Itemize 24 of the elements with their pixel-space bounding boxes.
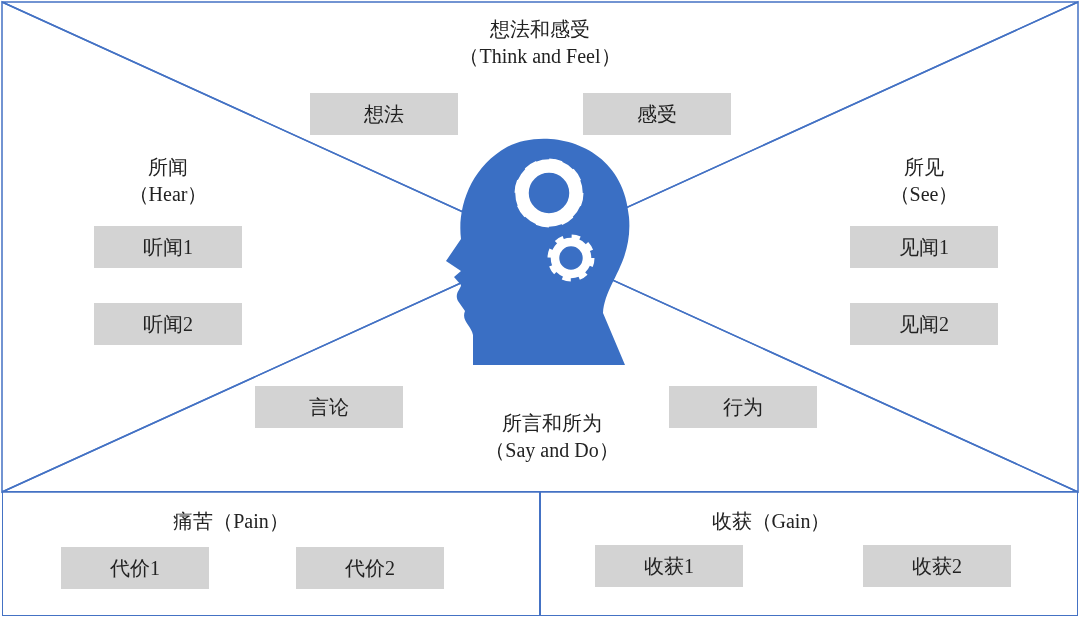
note-card: 感受 (583, 93, 731, 135)
note-card: 言论 (255, 386, 403, 428)
note-card: 收获2 (863, 545, 1011, 587)
note-card: 听闻2 (94, 303, 242, 345)
section-heading: 所闻 (148, 155, 188, 180)
note-card: 收获1 (595, 545, 743, 587)
section-panel (2, 491, 541, 616)
section-heading: 所见 (904, 155, 944, 180)
note-card: 代价2 (296, 547, 444, 589)
section-heading: 想法和感受 (490, 17, 590, 42)
note-card: 代价1 (61, 547, 209, 589)
note-card: 想法 (310, 93, 458, 135)
section-heading: 痛苦（Pain） (173, 509, 289, 534)
note-card: 听闻1 (94, 226, 242, 268)
section-heading: （See） (889, 182, 959, 207)
section-heading: 所言和所为 (502, 411, 602, 436)
section-heading: （Hear） (128, 182, 208, 207)
section-heading: 收获（Gain） (711, 509, 831, 534)
note-card: 见闻2 (850, 303, 998, 345)
section-heading: （Think and Feel） (459, 44, 621, 69)
section-panel (539, 491, 1078, 616)
note-card: 见闻1 (850, 226, 998, 268)
section-heading: （Say and Do） (485, 438, 619, 464)
note-card: 行为 (669, 386, 817, 428)
